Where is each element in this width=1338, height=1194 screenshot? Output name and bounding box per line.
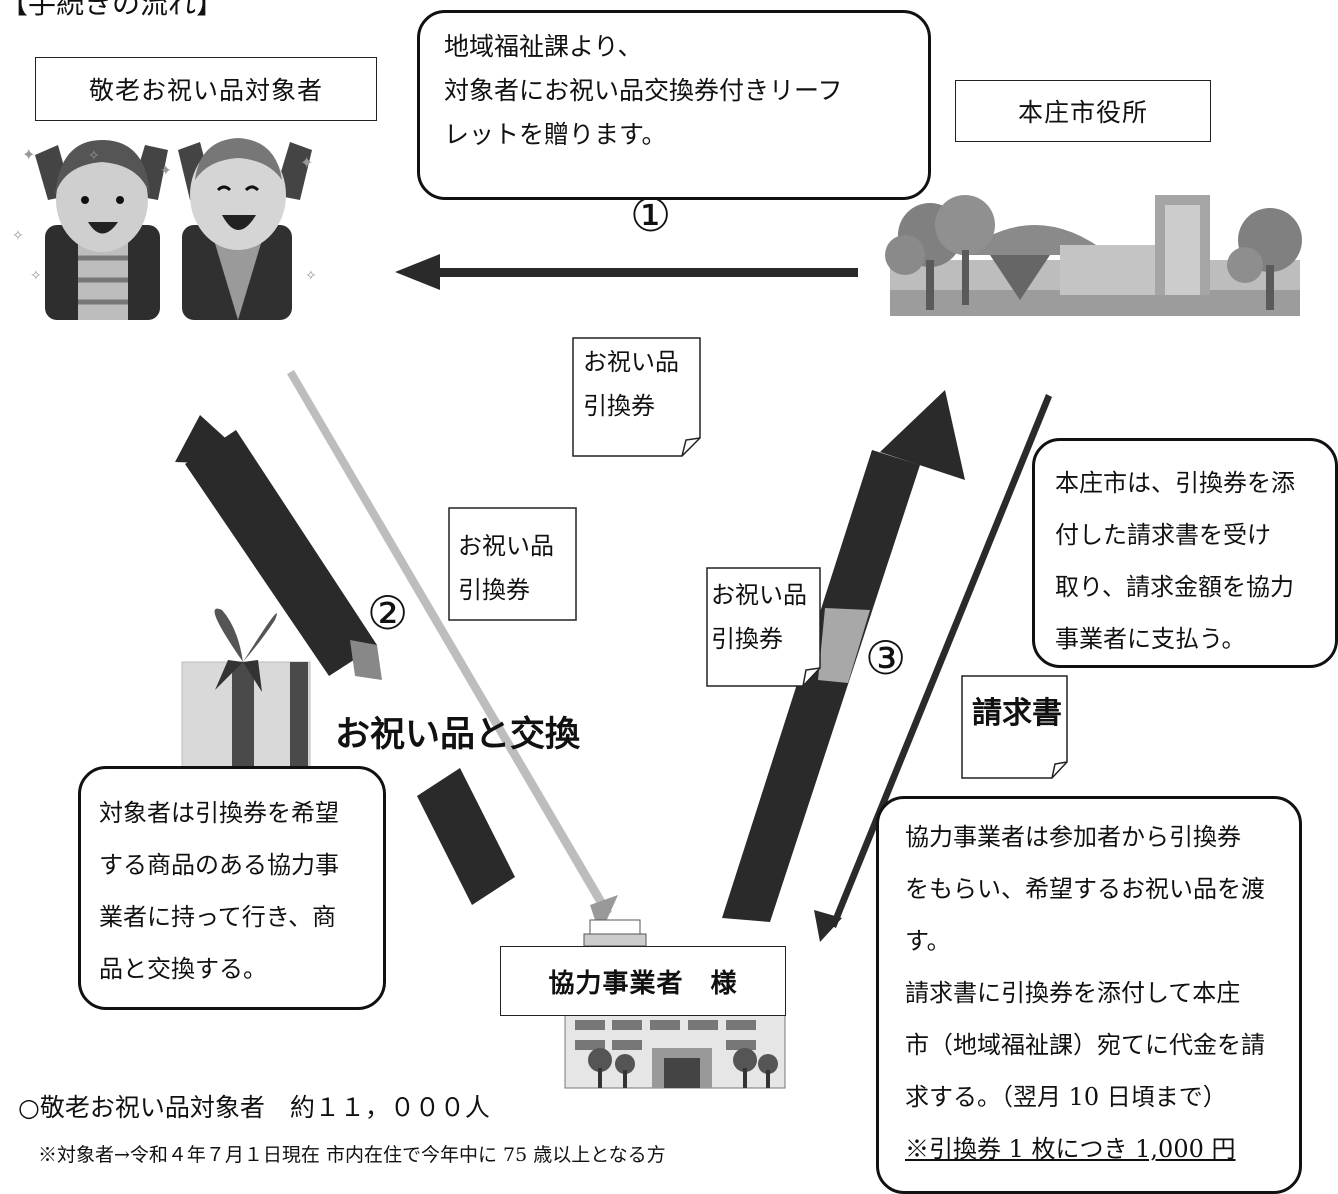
step1-message-box: 地域福祉課より、 対象者にお祝い品交換券付きリーフ レットを贈ります。 [417,10,931,200]
footer-count: ○敬老お祝い品対象者 約１１，０００人 [18,1093,490,1122]
business-line-2: をもらい、希望するお祝い品を渡 [905,875,1265,903]
arrow-step3-up [722,390,965,922]
arrow-step3-down [814,394,1052,942]
cityhall-explanation-box: 本庄市は、引換券を添 付した請求書を受け 取り、請求金額を協力 事業者に支払う。 [1032,438,1338,668]
step3-number: ③ [865,631,907,685]
recipients-label: 敬老お祝い品対象者 [35,57,377,121]
ticket-3-line-1: お祝い品 [711,581,807,609]
ticket-shape-2 [448,507,577,621]
business-line-5: 市（地域福祉課）宛てに代金を請 [905,1031,1265,1059]
recipient-line-1: 対象者は引換券を希望 [99,799,339,827]
city-line-1: 本庄市は、引換券を添 [1055,469,1295,497]
business-line-3: す。 [905,927,951,955]
recipient-line-2: する商品のある協力事 [99,851,339,879]
business-line-1: 協力事業者は参加者から引換券 [905,823,1241,851]
ticket-1-line-1: お祝い品 [583,348,679,376]
ticket-shape-3 [706,567,821,687]
exchange-label: お祝い品と交換 [335,715,581,755]
city-line-3: 取り、請求金額を協力 [1055,573,1295,601]
business-explanation-box: 協力事業者は参加者から引換券 をもらい、希望するお祝い品を渡 す。 請求書に引換… [876,796,1302,1194]
city-line-4: 事業者に支払う。 [1055,625,1246,653]
cityhall-label: 本庄市役所 [955,80,1211,142]
svg-text:✧: ✧ [305,268,317,284]
recipient-line-4: 品と交換する。 [99,955,267,983]
gift-illustration [181,608,311,779]
svg-text:✧: ✧ [88,148,100,164]
business-line-6: 求する。（翌月 10 日頃まで） [905,1083,1227,1111]
recipient-explanation-box: 対象者は引換券を希望 する商品のある協力事 業者に持って行き、商 品と交換する。 [78,766,386,1010]
ticket-2: お祝い品 引換券 [458,524,554,612]
arrow-step2-return [175,415,515,905]
arrow-step1 [395,254,858,290]
cityhall-illustration [885,195,1302,316]
invoice-label: 請求書 [972,696,1062,731]
step1-line-1: 地域福祉課より、 [444,32,643,61]
ticket-3-line-2: 引換券 [711,625,783,653]
business-line-4: 請求書に引換券を添付して本庄 [905,979,1241,1007]
ticket-1-line-2: 引換券 [583,392,655,420]
svg-text:✦: ✦ [22,145,35,164]
svg-text:✦: ✦ [300,153,313,172]
ticket-2-line-2: 引換券 [458,576,530,604]
svg-text:✧: ✧ [30,268,42,284]
step1-line-2: 対象者にお祝い品交換券付きリーフ [444,76,843,105]
invoice-shape [961,675,1068,779]
ticket-3: お祝い品 引換券 [711,573,807,661]
ticket-2-line-1: お祝い品 [458,532,554,560]
step1-line-3: レットを贈ります。 [444,120,667,149]
city-line-2: 付した請求書を受け [1055,521,1271,549]
business-note: ※引換券 1 枚につき 1,000 円 [905,1135,1236,1163]
step1-number: ① [630,188,672,242]
ticket-shape-1 [572,337,701,457]
footer-note: ※対象者→令和４年７月１日現在 市内在住で今年中に 75 歳以上となる方 [38,1144,666,1166]
svg-text:✧: ✧ [12,228,24,244]
business-label: 協力事業者 様 [500,946,786,1016]
svg-text:✦: ✦ [160,163,172,179]
recipient-line-3: 業者に持って行き、商 [99,903,337,931]
step2-number: ② [367,586,409,640]
recipients-illustration: ✦ ✦ ✧ ✦ ✧ ✧ ✧ [12,138,317,320]
header-title: 【手続きの流れ】 [0,0,225,20]
ticket-1: お祝い品 引換券 [583,340,679,428]
